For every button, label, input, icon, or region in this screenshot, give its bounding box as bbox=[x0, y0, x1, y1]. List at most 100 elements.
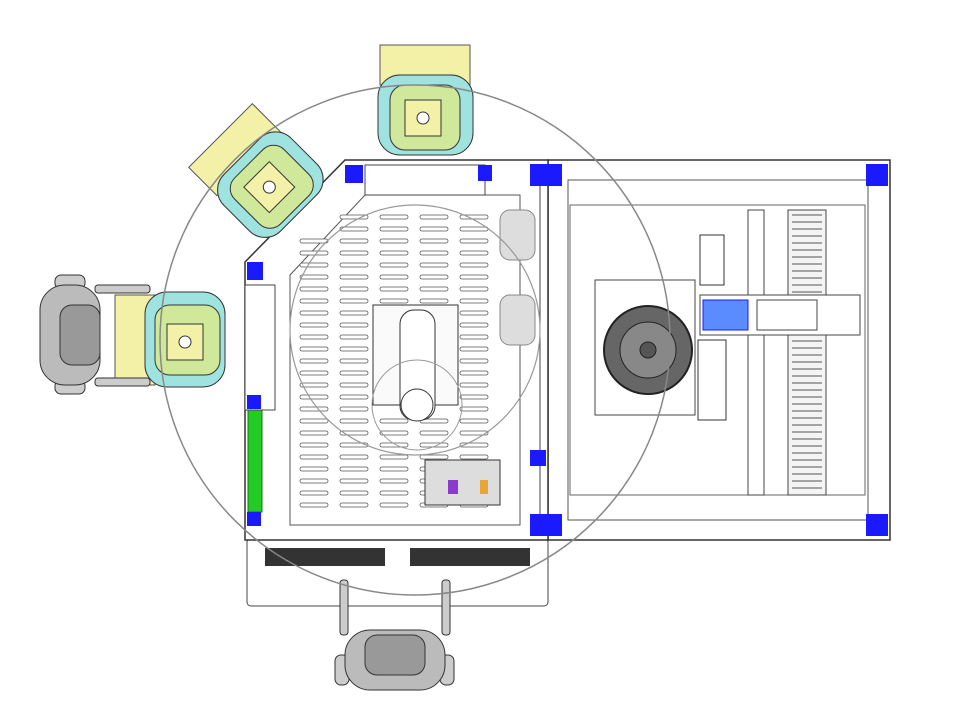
right-cell-inner bbox=[567, 179, 869, 521]
floor-slot bbox=[419, 262, 449, 268]
floor-slot bbox=[339, 214, 369, 220]
corner-post bbox=[247, 395, 261, 409]
floor-slot bbox=[379, 502, 409, 508]
floor-slot bbox=[339, 478, 369, 484]
floor-slot bbox=[299, 490, 329, 496]
floor-slot bbox=[379, 262, 409, 268]
floor-slot bbox=[379, 466, 409, 472]
corner-post bbox=[866, 164, 888, 186]
corner-post bbox=[530, 514, 562, 536]
controller-indicator bbox=[480, 480, 488, 494]
floor-slot bbox=[459, 334, 489, 340]
fixture-station-left bbox=[114, 291, 226, 388]
floor-slot bbox=[339, 406, 369, 412]
floor-slot bbox=[419, 214, 449, 220]
floor-slot bbox=[339, 454, 369, 460]
floor-slot bbox=[379, 238, 409, 244]
floor-slot bbox=[299, 466, 329, 472]
side-cylinder-1 bbox=[499, 209, 536, 261]
gripper-head-blue bbox=[702, 299, 749, 331]
floor-slot bbox=[459, 346, 489, 352]
floor-slot bbox=[339, 430, 369, 436]
floor-slot bbox=[299, 346, 329, 352]
floor-slot bbox=[459, 418, 489, 424]
fixture-station-top bbox=[377, 44, 474, 156]
floor-mat-right bbox=[410, 548, 530, 566]
robot-reach-outer-circle bbox=[159, 84, 671, 596]
floor-slot-grid bbox=[299, 214, 489, 508]
floor-slot bbox=[459, 454, 489, 460]
floor-slot bbox=[339, 346, 369, 352]
operator-chair-bottom bbox=[334, 579, 455, 691]
floor-slot bbox=[299, 286, 329, 292]
floor-slot bbox=[379, 286, 409, 292]
floor-slot bbox=[299, 274, 329, 280]
floor-slot bbox=[339, 418, 369, 424]
floor-slot bbox=[459, 322, 489, 328]
controller-box bbox=[424, 459, 501, 506]
corner-post bbox=[247, 512, 261, 526]
floor-slot bbox=[299, 478, 329, 484]
floor-slot bbox=[379, 454, 409, 460]
floor-slot bbox=[459, 394, 489, 400]
floor-slot bbox=[459, 430, 489, 436]
floor-slot bbox=[379, 490, 409, 496]
floor-slot bbox=[379, 478, 409, 484]
conveyor-bed bbox=[569, 204, 866, 496]
floor-slot bbox=[339, 394, 369, 400]
floor-slot bbox=[459, 382, 489, 388]
floor-slot bbox=[299, 502, 329, 508]
frame-corner-posts bbox=[247, 164, 888, 536]
floor-slot bbox=[419, 430, 449, 436]
corner-post bbox=[478, 165, 492, 181]
floor-slot bbox=[459, 262, 489, 268]
floor-slot bbox=[339, 490, 369, 496]
floor-slot bbox=[379, 274, 409, 280]
gantry-rail-left bbox=[747, 209, 765, 496]
floor-slot bbox=[339, 286, 369, 292]
floor-slot bbox=[339, 442, 369, 448]
floor-slot bbox=[419, 286, 449, 292]
floor-slot bbox=[299, 454, 329, 460]
floor-slot bbox=[339, 334, 369, 340]
floor-slot bbox=[379, 430, 409, 436]
floor-slot bbox=[339, 466, 369, 472]
floor-slot bbox=[299, 370, 329, 376]
floor-slot bbox=[459, 274, 489, 280]
floor-slot bbox=[459, 358, 489, 364]
floor-slot bbox=[299, 310, 329, 316]
floor-slot bbox=[459, 286, 489, 292]
robot-wrist-circle bbox=[371, 359, 463, 451]
floor-slot bbox=[459, 238, 489, 244]
floor-slot bbox=[379, 214, 409, 220]
floor-slot bbox=[419, 274, 449, 280]
floor-slot bbox=[299, 322, 329, 328]
gantry-rail-right bbox=[787, 209, 827, 496]
servo-motor-bottom bbox=[697, 339, 727, 421]
robot-reach-inner-circle bbox=[289, 204, 541, 456]
floor-slot bbox=[339, 238, 369, 244]
floor-slot bbox=[299, 406, 329, 412]
floor-slot bbox=[419, 238, 449, 244]
floor-slot bbox=[339, 358, 369, 364]
floor-mat-left bbox=[265, 548, 385, 566]
floor-slot bbox=[459, 310, 489, 316]
floor-slot bbox=[339, 274, 369, 280]
floor-slot bbox=[299, 238, 329, 244]
corner-post bbox=[530, 450, 546, 466]
floor-slot bbox=[419, 250, 449, 256]
floor-slot bbox=[299, 250, 329, 256]
floor-slot bbox=[339, 226, 369, 232]
floor-slot bbox=[339, 502, 369, 508]
floor-slot bbox=[299, 442, 329, 448]
floor-slot bbox=[459, 226, 489, 232]
floor-slot bbox=[379, 298, 409, 304]
side-guard-green bbox=[247, 409, 263, 513]
floor-slot bbox=[419, 226, 449, 232]
floor-slot bbox=[379, 442, 409, 448]
floor-slot bbox=[379, 418, 409, 424]
floor-slot bbox=[339, 322, 369, 328]
corner-post bbox=[866, 514, 888, 536]
floor-slot bbox=[419, 298, 449, 304]
controller-display bbox=[448, 480, 458, 494]
